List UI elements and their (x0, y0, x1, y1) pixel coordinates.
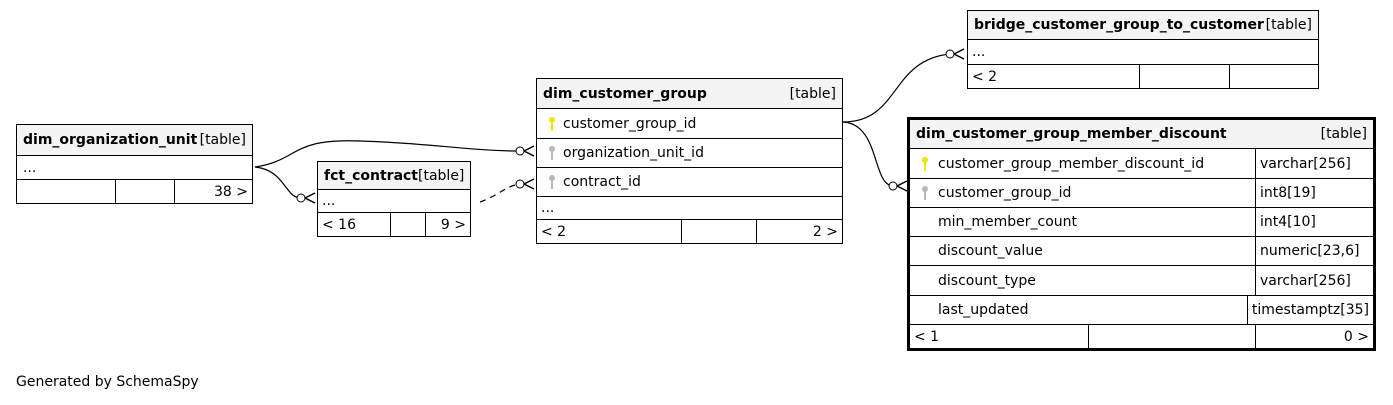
column-name: discount_value (938, 243, 1043, 259)
primary-key-icon (543, 116, 561, 132)
parent-count (17, 180, 115, 203)
table-type-label: [table] (418, 167, 465, 184)
edge-crowfoot (304, 192, 316, 204)
edge-end-circle (515, 179, 525, 189)
column-row[interactable]: customer_group_id int8[19] (910, 179, 1373, 208)
child-count: 0 > (1255, 325, 1373, 348)
column-name: organization_unit_id (563, 145, 704, 161)
more-columns-label: ... (322, 193, 336, 209)
column-name: customer_group_member_discount_id (938, 155, 1205, 172)
child-count (1229, 65, 1318, 88)
row-count (1088, 325, 1255, 348)
foreign-key-icon (916, 185, 934, 201)
table-header: dim_organization_unit [table] (17, 125, 252, 156)
table-header: fct_contract [table] (318, 162, 470, 190)
more-columns-label: ... (541, 200, 555, 216)
table-dim-customer-group-member-discount[interactable]: dim_customer_group_member_discount [tabl… (907, 117, 1376, 351)
table-footer: < 2 2 > (537, 220, 842, 243)
table-name: bridge_customer_group_to_customer (974, 17, 1264, 33)
column-row[interactable]: discount_type varchar[256] (910, 266, 1373, 296)
edge-customer-group-to-member-discount (842, 121, 894, 187)
column-row[interactable]: discount_value numeric[23,6] (910, 237, 1373, 266)
parent-count: < 16 (322, 216, 356, 233)
parent-count: < 2 (541, 223, 567, 240)
table-footer: < 2 (968, 65, 1318, 88)
column-name: customer_group_id (563, 115, 697, 132)
table-name: dim_customer_group (543, 85, 707, 102)
table-type-label: [table] (1320, 126, 1367, 142)
more-columns-row: ... (537, 197, 842, 220)
table-type-label: [table] (789, 85, 836, 102)
column-type: int4[10] (1255, 208, 1373, 236)
edge-contract-to-customer-group (479, 183, 521, 203)
column-name: min_member_count (938, 214, 1078, 230)
table-footer: 38 > (17, 180, 252, 203)
column-type: int8[19] (1255, 179, 1373, 207)
child-count: 2 > (756, 220, 842, 243)
edge-crowfoot (896, 180, 908, 192)
edge-end-circle (945, 49, 955, 59)
more-columns-row: ... (17, 156, 252, 180)
foreign-key-icon (543, 174, 561, 190)
edge-crowfoot (523, 145, 535, 157)
table-footer: < 1 0 > (910, 325, 1373, 348)
column-row[interactable]: customer_group_member_discount_id varcha… (910, 149, 1373, 179)
column-row[interactable]: organization_unit_id (537, 139, 842, 168)
table-type-label: [table] (1265, 17, 1312, 33)
column-type: numeric[23,6] (1255, 237, 1373, 265)
table-name: fct_contract (324, 167, 419, 184)
table-name: dim_customer_group_member_discount (916, 126, 1227, 142)
edge-end-circle (888, 181, 898, 191)
row-count (390, 213, 425, 236)
table-dim-organization-unit[interactable]: dim_organization_unit [table] ... 38 > (16, 124, 253, 204)
edge-crowfoot (523, 178, 535, 190)
column-name: last_updated (938, 302, 1029, 318)
table-dim-customer-group[interactable]: dim_customer_group [table] customer_grou… (536, 78, 843, 244)
column-name: discount_type (938, 272, 1036, 289)
table-header: dim_customer_group_member_discount [tabl… (910, 120, 1373, 149)
row-count (1139, 65, 1229, 88)
table-header: bridge_customer_group_to_customer [table… (968, 11, 1318, 40)
table-footer: < 16 9 > (318, 213, 470, 236)
generated-by-label: Generated by SchemaSpy (16, 374, 199, 390)
column-name: contract_id (563, 174, 641, 190)
edge-end-circle (515, 146, 525, 156)
edge-customer-group-to-bridge (842, 53, 951, 123)
edge-crowfoot (953, 48, 965, 60)
more-columns-label: ... (23, 159, 37, 176)
row-count (115, 180, 174, 203)
column-row[interactable]: customer_group_id (537, 109, 842, 139)
table-type-label: [table] (199, 132, 246, 148)
primary-key-icon (916, 156, 934, 172)
child-count: 9 > (425, 213, 470, 236)
table-bridge-customer-group-to-customer[interactable]: bridge_customer_group_to_customer [table… (967, 10, 1319, 89)
edge-end-circle (296, 193, 306, 203)
parent-count: < 2 (972, 68, 998, 85)
edge-org-unit-to-contract (254, 166, 302, 199)
table-fct-contract[interactable]: fct_contract [table] ... < 16 9 > (317, 161, 471, 237)
column-row[interactable]: min_member_count int4[10] (910, 208, 1373, 237)
column-name: customer_group_id (938, 185, 1072, 201)
more-columns-row: ... (968, 40, 1318, 65)
column-row[interactable]: last_updated timestamptz[35] (910, 296, 1373, 325)
table-header: dim_customer_group [table] (537, 79, 842, 109)
foreign-key-icon (543, 145, 561, 161)
more-columns-label: ... (972, 44, 986, 60)
child-count: 38 > (174, 180, 252, 203)
edge-org-unit-to-customer-group (254, 140, 521, 168)
column-row[interactable]: contract_id (537, 168, 842, 197)
more-columns-row: ... (318, 190, 470, 213)
table-name: dim_organization_unit (23, 132, 198, 148)
column-type: varchar[256] (1255, 266, 1373, 295)
column-type: timestamptz[35] (1246, 296, 1373, 324)
row-count (681, 220, 756, 243)
parent-count: < 1 (914, 328, 940, 345)
column-type: varchar[256] (1255, 149, 1373, 178)
